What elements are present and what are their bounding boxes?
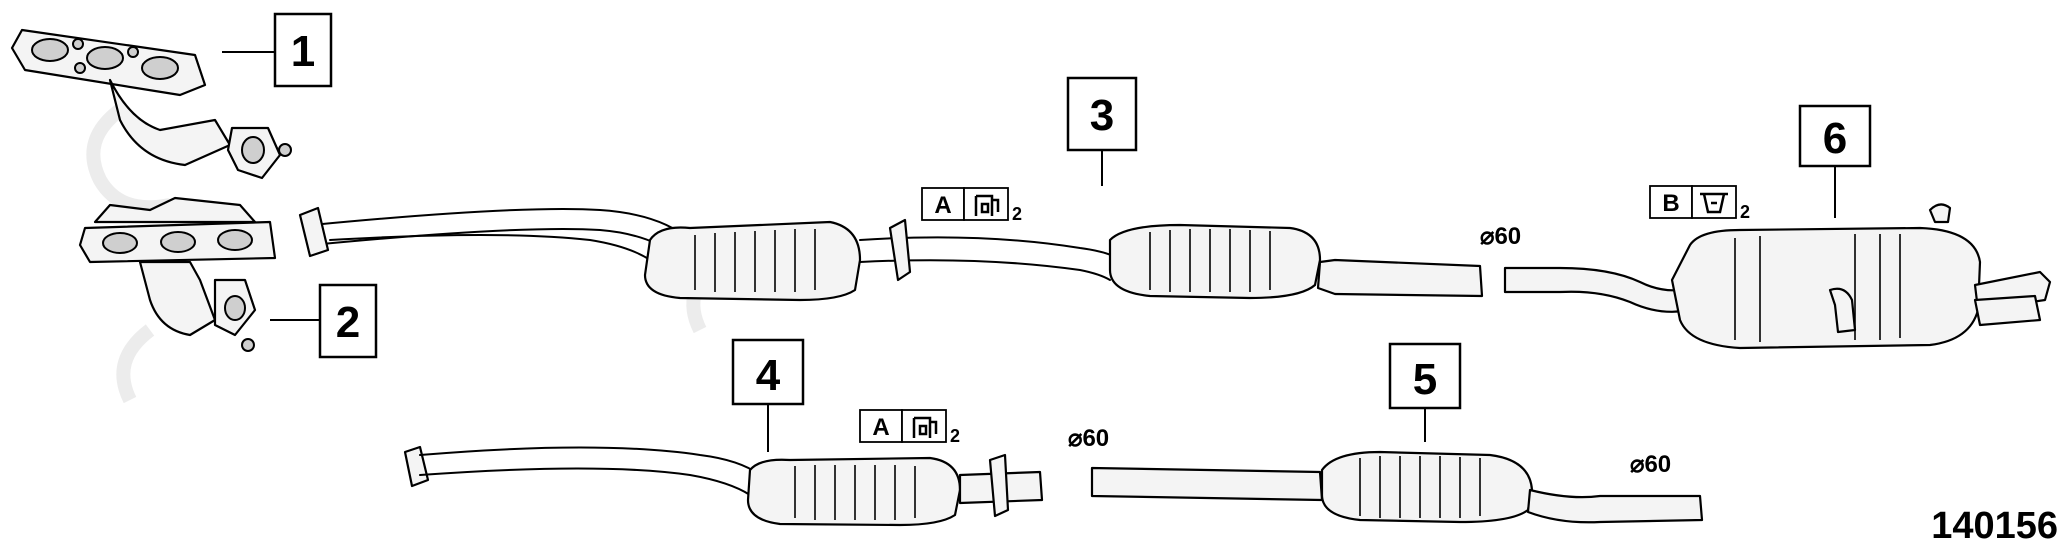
part-6-rear-silencer[interactable]: [1503, 203, 2052, 350]
hanger-tag-letter: A: [934, 192, 951, 219]
hanger-tag-qty: 2: [1012, 204, 1022, 224]
rubber-hanger-icon: [912, 416, 938, 438]
hanger-tag-letter: A: [872, 414, 889, 441]
hanger-tag-a: A 2: [859, 409, 960, 446]
callout-1: 1: [222, 12, 333, 88]
callout-5: 5: [1388, 342, 1462, 442]
hanger-tag-qty: 2: [950, 426, 960, 446]
callout-4-label: 4: [756, 351, 781, 400]
callout-3-label: 3: [1090, 91, 1114, 140]
part-4-front-pipe[interactable]: [403, 445, 1044, 527]
diameter-label: ⌀60: [1630, 451, 1671, 478]
callout-2: 2: [270, 283, 378, 359]
diameter-label: ⌀60: [1480, 223, 1521, 250]
callout-6: 6: [1798, 104, 1872, 218]
hanger-tag-a: A 2: [921, 187, 1022, 224]
rubber-hanger-icon: [974, 194, 1000, 216]
hanger-tag-b: B 2: [1649, 185, 1750, 222]
part-2-exhaust-manifold[interactable]: [78, 196, 277, 352]
callout-4: 4: [731, 338, 805, 452]
callout-1-label: 1: [291, 27, 315, 76]
callout-2-label: 2: [336, 298, 360, 347]
diagram-number: 140156: [1931, 505, 2058, 547]
callout-6-label: 6: [1823, 114, 1847, 163]
diameter-label: ⌀60: [1068, 425, 1109, 452]
callout-5-label: 5: [1413, 355, 1437, 404]
part-1-exhaust-manifold[interactable]: [10, 28, 292, 180]
hanger-tag-letter: B: [1662, 190, 1679, 217]
part-3-front-pipe-center-muffler[interactable]: [298, 206, 1484, 302]
callout-3: 3: [1066, 76, 1138, 186]
bracket-hanger-icon: [1700, 192, 1728, 214]
hanger-tag-qty: 2: [1740, 202, 1750, 222]
part-5-center-muffler[interactable]: [1090, 450, 1704, 524]
